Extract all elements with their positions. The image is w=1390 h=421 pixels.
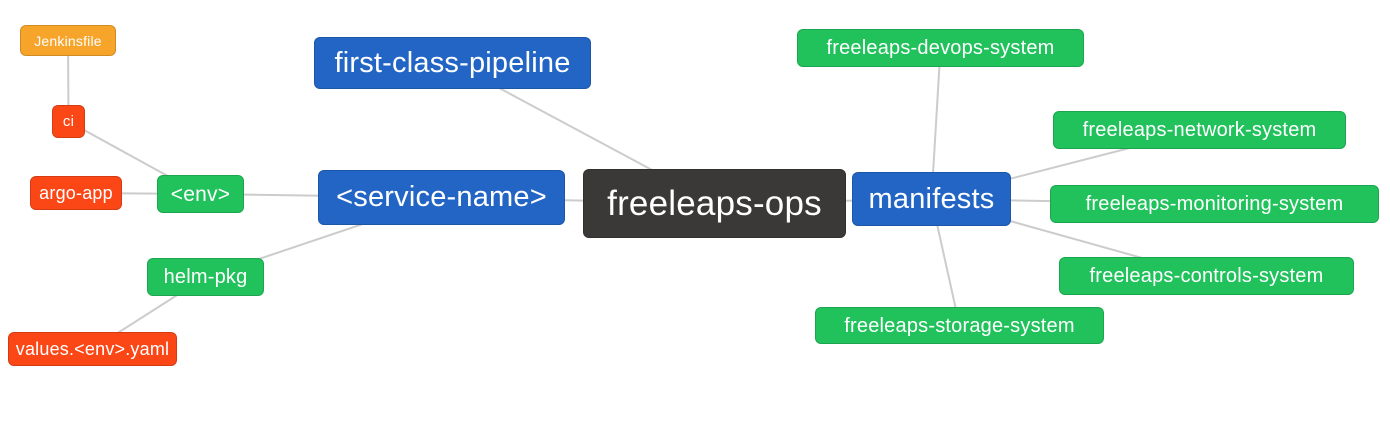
node-ci[interactable]: ci [52,105,85,138]
node-freeleaps-devops-system[interactable]: freeleaps-devops-system [797,29,1084,67]
node-argo-app[interactable]: argo-app [30,176,122,210]
node-manifests[interactable]: manifests [852,172,1011,226]
node-env[interactable]: <env> [157,175,244,213]
node-freeleaps-network-system[interactable]: freeleaps-network-system [1053,111,1346,149]
node-jenkinsfile[interactable]: Jenkinsfile [20,25,116,56]
node-freeleaps-storage-system[interactable]: freeleaps-storage-system [815,307,1104,344]
node-freeleaps-controls-system[interactable]: freeleaps-controls-system [1059,257,1354,295]
node-freeleaps-monitoring-system[interactable]: freeleaps-monitoring-system [1050,185,1379,223]
node-service-name[interactable]: <service-name> [318,170,565,225]
node-helm-pkg[interactable]: helm-pkg [147,258,264,296]
node-values-env-yaml[interactable]: values.<env>.yaml [8,332,177,366]
node-freeleaps-ops[interactable]: freeleaps-ops [583,169,846,238]
node-first-class-pipeline[interactable]: first-class-pipeline [314,37,591,89]
